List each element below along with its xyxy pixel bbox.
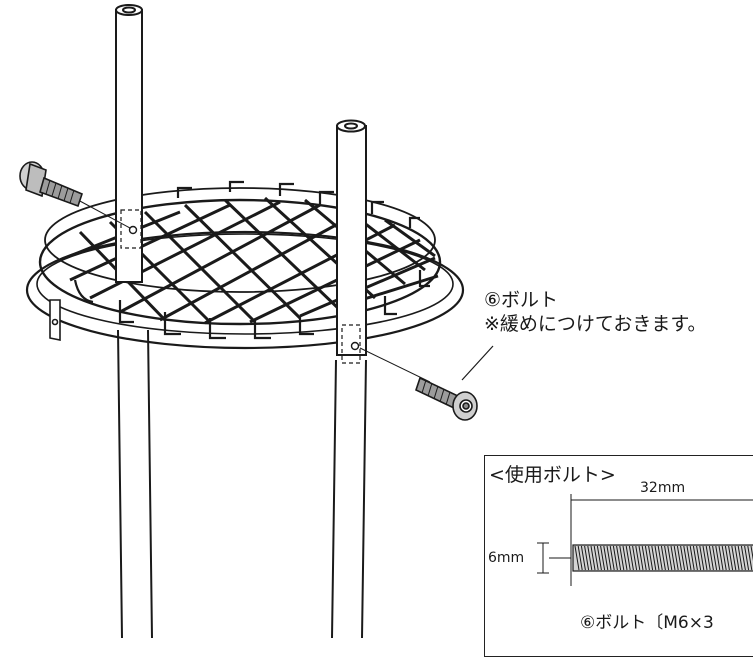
thread-line bbox=[612, 545, 618, 571]
thread-line bbox=[574, 545, 580, 571]
thread-line bbox=[628, 545, 634, 571]
thread-line bbox=[731, 545, 737, 571]
dashed-marks bbox=[120, 209, 361, 364]
thread-line bbox=[667, 545, 673, 571]
thread-line bbox=[689, 545, 695, 571]
thread-line bbox=[728, 545, 734, 571]
thread-line bbox=[619, 545, 625, 571]
thread-line bbox=[648, 545, 654, 571]
thread-line bbox=[580, 545, 586, 571]
thread-line bbox=[632, 545, 638, 571]
right-pole bbox=[331, 119, 367, 638]
thread-line bbox=[705, 545, 711, 571]
bolt-holes bbox=[128, 225, 360, 351]
thread-line bbox=[635, 545, 641, 571]
thread-line bbox=[584, 545, 590, 571]
thread-line bbox=[673, 545, 679, 571]
thread-line bbox=[641, 545, 647, 571]
thread-line bbox=[664, 545, 670, 571]
thread-line bbox=[747, 545, 753, 571]
thread-line bbox=[625, 545, 631, 571]
thread-line bbox=[593, 545, 599, 571]
thread-line bbox=[696, 545, 702, 571]
thread-line bbox=[692, 545, 698, 571]
thread-line bbox=[644, 545, 650, 571]
bolt-spec-box: <使用ボルト> 32mm 6mm ⑥ボルト〔M6×3 bbox=[484, 455, 753, 657]
thread-line bbox=[651, 545, 657, 571]
callout-note: ※緩めにつけておきます。 bbox=[484, 313, 707, 335]
thread-line bbox=[683, 545, 689, 571]
thread-line bbox=[724, 545, 730, 571]
thread-line bbox=[609, 545, 615, 571]
thread-line bbox=[670, 545, 676, 571]
thread-line bbox=[657, 545, 663, 571]
thread-line bbox=[622, 545, 628, 571]
thread-line bbox=[699, 545, 705, 571]
thread-line bbox=[577, 545, 583, 571]
spec-bolt-drawing bbox=[537, 494, 753, 586]
thread-line bbox=[638, 545, 644, 571]
thread-line bbox=[750, 545, 753, 562]
left-pole bbox=[115, 4, 153, 638]
spec-bolt-name: ⑥ボルト〔M6×3 bbox=[580, 613, 714, 633]
thread-line bbox=[616, 545, 622, 571]
thread-line bbox=[680, 545, 686, 571]
thread-line bbox=[606, 545, 612, 571]
thread-line bbox=[587, 545, 593, 571]
thread-line bbox=[712, 545, 718, 571]
rim-bracket bbox=[49, 299, 61, 341]
tray-ring bbox=[25, 230, 465, 350]
assembly-illustration bbox=[19, 4, 494, 638]
bolt-left-icon bbox=[19, 161, 131, 229]
bolt-right-icon bbox=[359, 347, 478, 421]
callout-leader bbox=[461, 345, 494, 381]
thread-line bbox=[603, 545, 609, 571]
thread-line bbox=[660, 545, 666, 571]
spec-diameter-label: 6mm bbox=[488, 550, 525, 566]
thread-line bbox=[718, 545, 724, 571]
wire-grid-basket bbox=[38, 180, 442, 340]
grid-loops bbox=[73, 180, 430, 340]
thread-line bbox=[600, 545, 606, 571]
spec-length-label: 32mm bbox=[640, 480, 686, 496]
thread-line bbox=[590, 545, 596, 571]
thread-line bbox=[744, 545, 750, 571]
thread-line bbox=[708, 545, 714, 571]
thread-line bbox=[737, 545, 743, 571]
thread-line bbox=[715, 545, 721, 571]
spec-title: <使用ボルト> bbox=[489, 464, 616, 486]
callout-bolt-label: ⑥ボルト bbox=[484, 289, 559, 311]
thread-line bbox=[596, 545, 602, 571]
bolt-callout: ⑥ボルト ※緩めにつけておきます。 bbox=[484, 288, 706, 336]
thread-line bbox=[654, 545, 660, 571]
thread-line bbox=[721, 545, 727, 571]
thread-line bbox=[740, 545, 746, 571]
thread-line bbox=[686, 545, 692, 571]
thread-line bbox=[734, 545, 740, 571]
thread-line bbox=[702, 545, 708, 571]
thread-line bbox=[676, 545, 682, 571]
